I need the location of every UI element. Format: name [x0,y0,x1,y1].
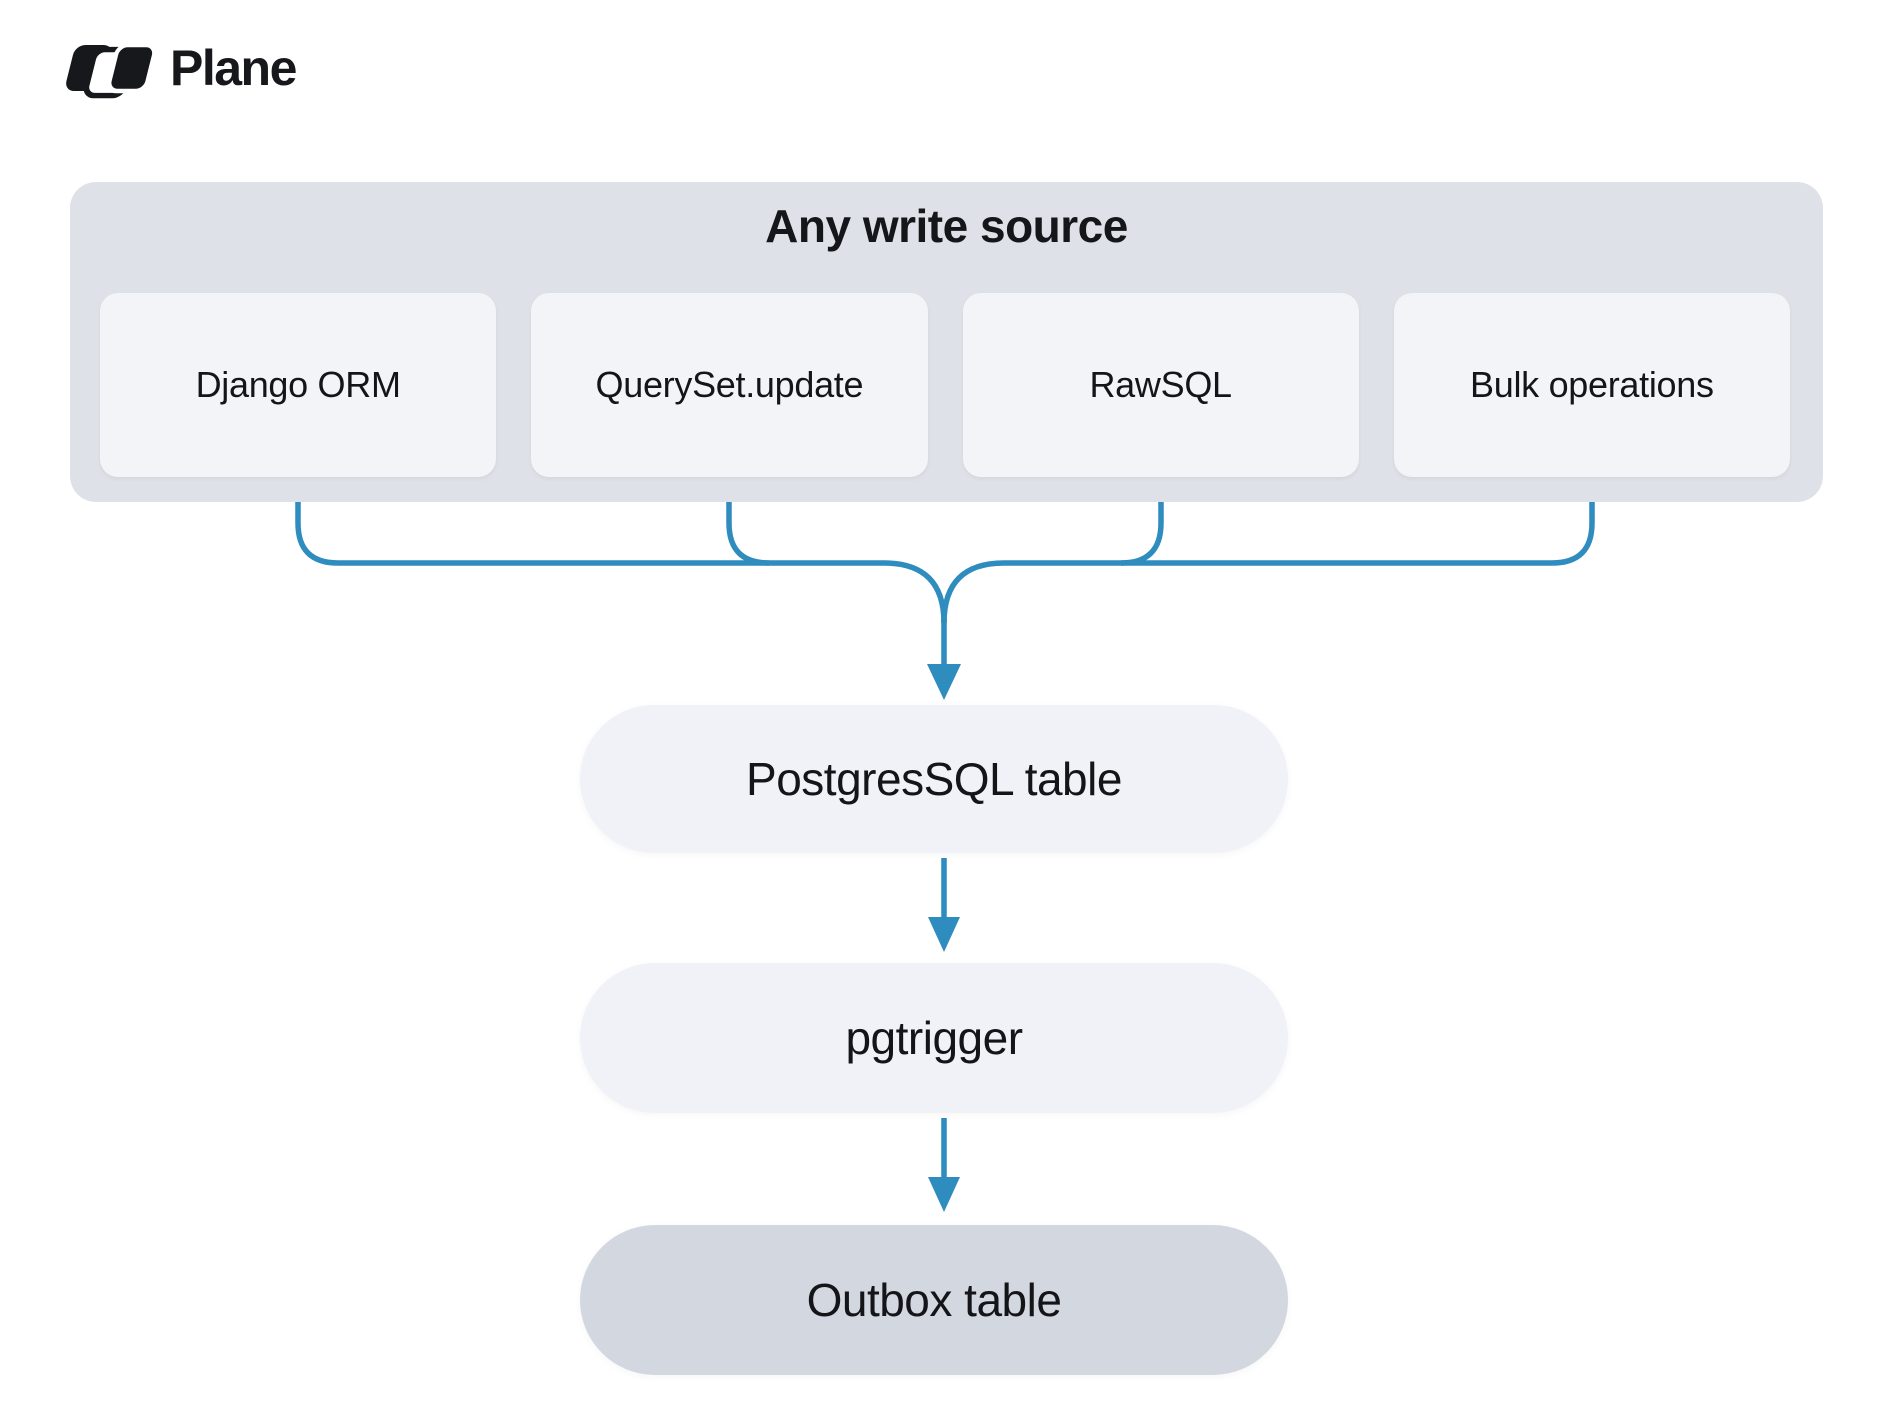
node-label: pgtrigger [845,1012,1023,1064]
plane-logo-icon [66,42,154,99]
node-outbox-table: Outbox table [580,1225,1288,1375]
source-box-queryset-update: QuerySet.update [531,293,928,477]
arrowhead-to-pgtrigger-icon [928,917,960,952]
node-pgtrigger: pgtrigger [580,963,1288,1113]
source-box-bulk-operations: Bulk operations [1393,293,1790,477]
source-box-row: Django ORM QuerySet.update RawSQL Bulk o… [100,293,1790,477]
arrowhead-to-postgres-icon [927,664,961,700]
source-box-label: Django ORM [195,364,401,405]
source-box-django-orm: Django ORM [100,293,497,477]
group-title: Any write source [765,200,1128,252]
source-box-rawsql: RawSQL [962,293,1359,477]
arrowhead-to-outbox-icon [928,1177,960,1212]
node-label: Outbox table [806,1274,1062,1326]
any-write-source-group: Any write source Django ORM QuerySet.upd… [70,182,1823,502]
source-box-label: RawSQL [1089,364,1232,405]
source-box-label: QuerySet.update [595,364,864,405]
node-postgressql-table: PostgresSQL table [580,705,1288,853]
brand-logo: Plane [62,36,297,100]
source-box-label: Bulk operations [1470,364,1714,405]
brand-name: Plane [170,40,297,96]
node-label: PostgresSQL table [746,753,1122,805]
